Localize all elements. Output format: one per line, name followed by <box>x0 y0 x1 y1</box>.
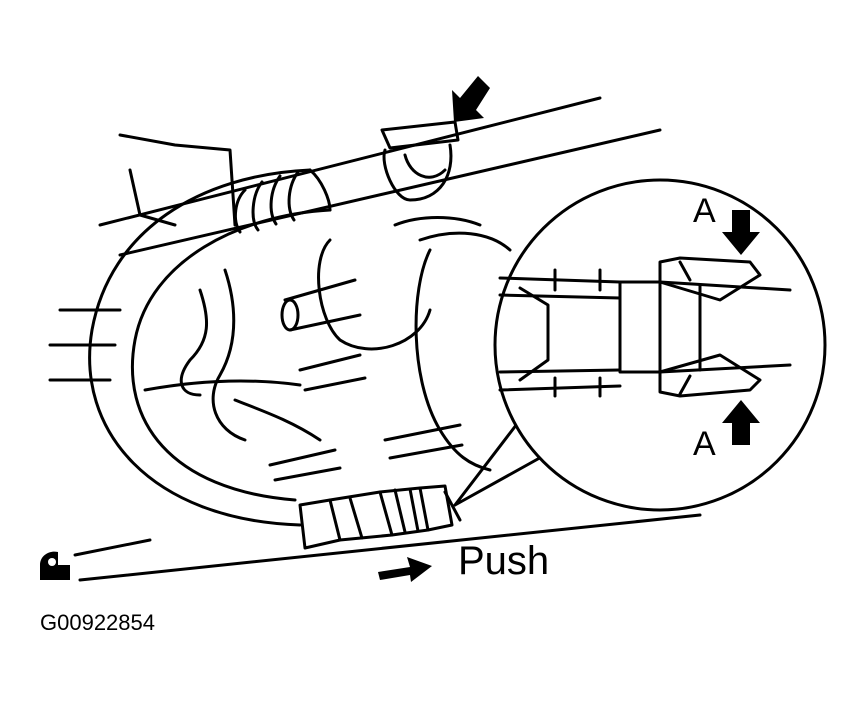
pump-assembly <box>143 216 512 482</box>
callout-pointer <box>453 418 547 507</box>
arrow-icon <box>378 557 432 582</box>
arrow-icon <box>722 400 760 445</box>
fuel-hose <box>88 168 332 527</box>
callout-label-a-top: A <box>693 192 716 230</box>
engine-background <box>48 133 702 582</box>
lh-drive-symbol-icon <box>40 551 70 580</box>
figure-id: G00922854 <box>40 610 155 635</box>
arrow-icon <box>452 76 490 122</box>
callout-label-a-bottom: A <box>693 425 716 463</box>
arrow-icon <box>722 210 760 255</box>
quick-connector <box>298 484 462 550</box>
detail-connector-section <box>498 256 792 398</box>
line-clamp <box>380 120 460 202</box>
push-label: Push <box>458 539 549 583</box>
